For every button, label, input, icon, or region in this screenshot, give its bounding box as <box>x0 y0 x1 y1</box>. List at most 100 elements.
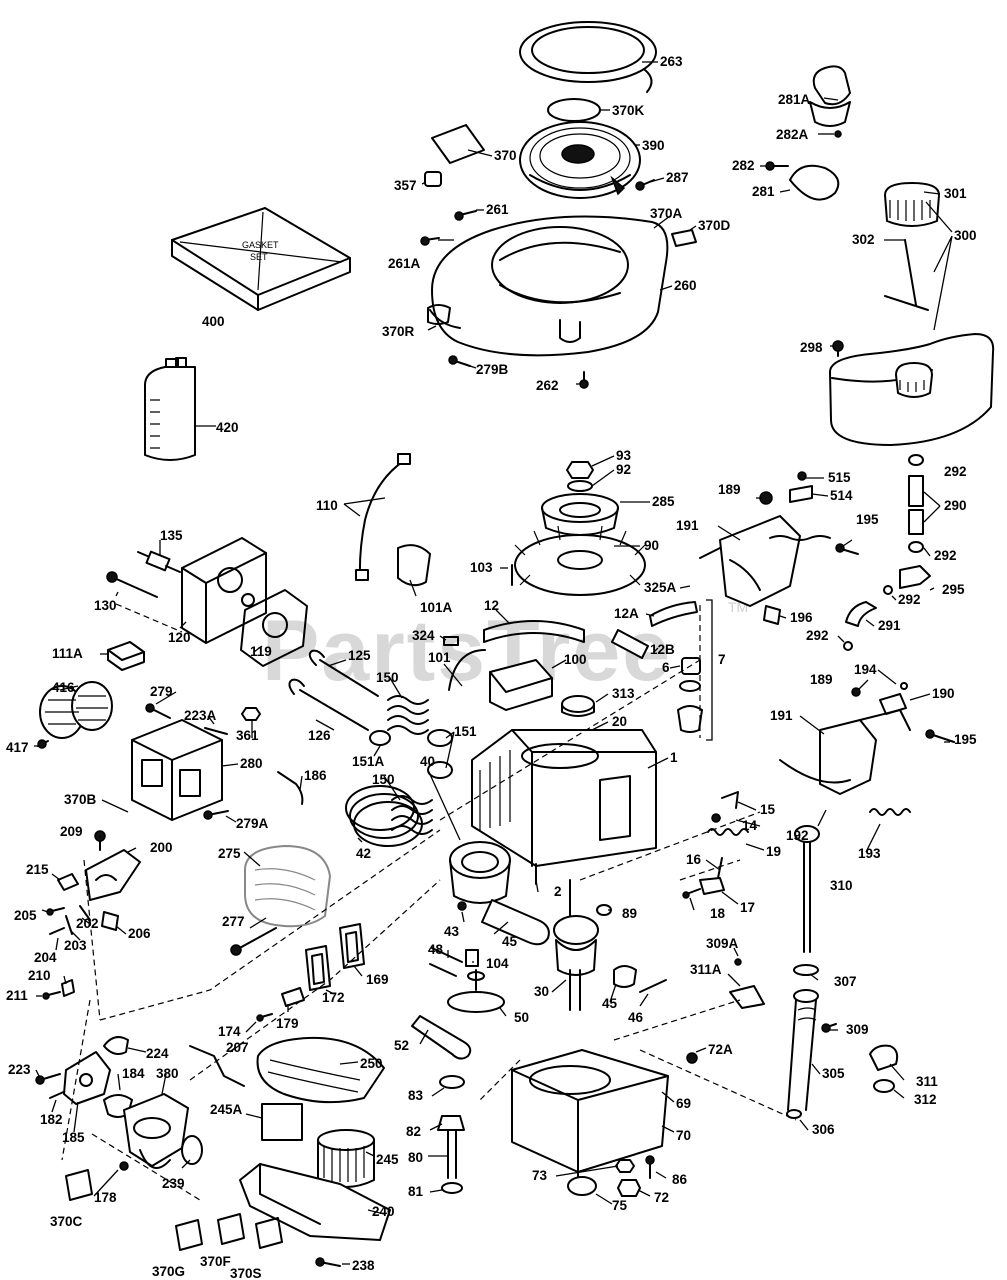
fuel-tank-300[interactable] <box>829 333 995 446</box>
part-82[interactable] <box>437 1115 465 1131</box>
label-370G[interactable]: 370G <box>152 1264 185 1279</box>
seal-75[interactable] <box>567 1176 597 1196</box>
decal-370R[interactable] <box>427 304 451 325</box>
spark-plug-135[interactable] <box>137 550 181 573</box>
label-370B[interactable]: 370B <box>64 792 97 807</box>
label-86[interactable]: 86 <box>672 1172 688 1187</box>
label-245[interactable]: 245 <box>376 1152 399 1167</box>
retainer-151A[interactable] <box>369 730 391 746</box>
label-357[interactable]: 357 <box>394 178 417 193</box>
label-202[interactable]: 202 <box>76 916 99 931</box>
bracket-200[interactable] <box>85 849 141 901</box>
fuel-line-290a[interactable] <box>908 475 924 507</box>
part-17[interactable] <box>699 877 725 895</box>
part-185[interactable] <box>63 1051 111 1105</box>
label-45b[interactable]: 45 <box>602 996 618 1011</box>
label-69[interactable]: 69 <box>676 1096 691 1111</box>
label-125[interactable]: 125 <box>348 648 371 663</box>
label-302[interactable]: 302 <box>852 232 875 247</box>
label-380[interactable]: 380 <box>156 1066 179 1081</box>
label-275[interactable]: 275 <box>218 846 241 861</box>
label-292c[interactable]: 292 <box>898 592 921 607</box>
label-300[interactable]: 300 <box>954 228 977 243</box>
o-ring-239[interactable] <box>181 1135 203 1165</box>
label-19[interactable]: 19 <box>766 844 781 859</box>
decal-370[interactable] <box>431 124 485 164</box>
prefilter-245A[interactable] <box>261 1103 303 1141</box>
washer-92[interactable] <box>567 480 593 492</box>
label-361[interactable]: 361 <box>236 728 259 743</box>
label-190[interactable]: 190 <box>932 686 955 701</box>
label-261[interactable]: 261 <box>486 202 509 217</box>
label-207[interactable]: 207 <box>226 1040 249 1055</box>
cylinder-block-1[interactable] <box>471 729 657 867</box>
label-17[interactable]: 17 <box>740 900 755 915</box>
label-18[interactable]: 18 <box>710 906 726 921</box>
label-292d[interactable]: 292 <box>806 628 829 643</box>
label-203[interactable]: 203 <box>64 938 87 953</box>
part-12A[interactable] <box>649 601 698 627</box>
label-130[interactable]: 130 <box>94 598 117 613</box>
label-81[interactable]: 81 <box>408 1184 424 1199</box>
label-182[interactable]: 182 <box>40 1112 63 1127</box>
label-211[interactable]: 211 <box>6 988 28 1003</box>
bolt-130[interactable] <box>111 576 158 598</box>
label-12[interactable]: 12 <box>484 598 499 613</box>
part-89[interactable] <box>596 904 612 916</box>
label-73[interactable]: 73 <box>532 1168 548 1183</box>
fuel-line-291[interactable] <box>845 601 877 627</box>
bolt-48[interactable] <box>429 947 463 977</box>
label-200[interactable]: 200 <box>150 840 173 855</box>
label-110[interactable]: 110 <box>316 498 338 513</box>
label-43[interactable]: 43 <box>444 924 460 939</box>
boot-101A[interactable] <box>397 544 431 587</box>
label-240[interactable]: 240 <box>372 1204 395 1219</box>
part-311A[interactable] <box>729 985 765 1009</box>
part-111A[interactable] <box>107 641 145 661</box>
label-263[interactable]: 263 <box>660 54 683 69</box>
gasket-169[interactable] <box>339 923 365 969</box>
fuel-cap-301[interactable] <box>884 182 940 227</box>
label-172[interactable]: 172 <box>322 990 345 1005</box>
label-514[interactable]: 514 <box>830 488 853 503</box>
rod-cap-45b[interactable] <box>613 965 637 988</box>
clamp-292d[interactable] <box>843 641 853 651</box>
part-15[interactable] <box>721 791 739 809</box>
label-92[interactable]: 92 <box>616 462 631 477</box>
label-295[interactable]: 295 <box>942 582 965 597</box>
gasket-172[interactable] <box>305 945 331 991</box>
label-420[interactable]: 420 <box>216 420 239 435</box>
label-101A[interactable]: 101A <box>420 600 453 615</box>
label-313[interactable]: 313 <box>612 686 635 701</box>
label-390[interactable]: 390 <box>642 138 665 153</box>
part-210[interactable] <box>61 979 75 997</box>
wire-110[interactable] <box>358 459 406 581</box>
label-2[interactable]: 2 <box>554 884 562 899</box>
label-72A[interactable]: 72A <box>708 1042 733 1057</box>
filter-245[interactable] <box>317 1129 375 1188</box>
flywheel-90[interactable] <box>514 525 646 596</box>
nut-361[interactable] <box>241 707 261 721</box>
part-309A[interactable] <box>734 958 742 966</box>
decal-370D[interactable] <box>671 229 697 247</box>
label-306[interactable]: 306 <box>812 1122 835 1137</box>
label-292b[interactable]: 292 <box>934 548 957 563</box>
part-514[interactable] <box>789 485 813 503</box>
label-126[interactable]: 126 <box>308 728 331 743</box>
part-12B[interactable] <box>611 629 649 659</box>
label-309A[interactable]: 309A <box>706 936 739 951</box>
rewind-ring-263[interactable] <box>519 21 657 93</box>
label-370[interactable]: 370 <box>494 148 517 163</box>
cover-281[interactable] <box>789 164 840 201</box>
cam-gear-50[interactable] <box>447 969 505 1013</box>
label-52[interactable]: 52 <box>394 1038 409 1053</box>
label-250[interactable]: 250 <box>360 1056 383 1071</box>
decal-370G[interactable] <box>175 1219 203 1251</box>
fuel-line-12[interactable] <box>483 620 585 643</box>
label-223A[interactable]: 223A <box>184 708 217 723</box>
label-189b[interactable]: 189 <box>810 672 833 687</box>
label-50[interactable]: 50 <box>514 1010 529 1025</box>
conn-rod-45a[interactable] <box>481 899 550 946</box>
label-195b[interactable]: 195 <box>954 732 977 747</box>
label-191b[interactable]: 191 <box>770 708 793 723</box>
